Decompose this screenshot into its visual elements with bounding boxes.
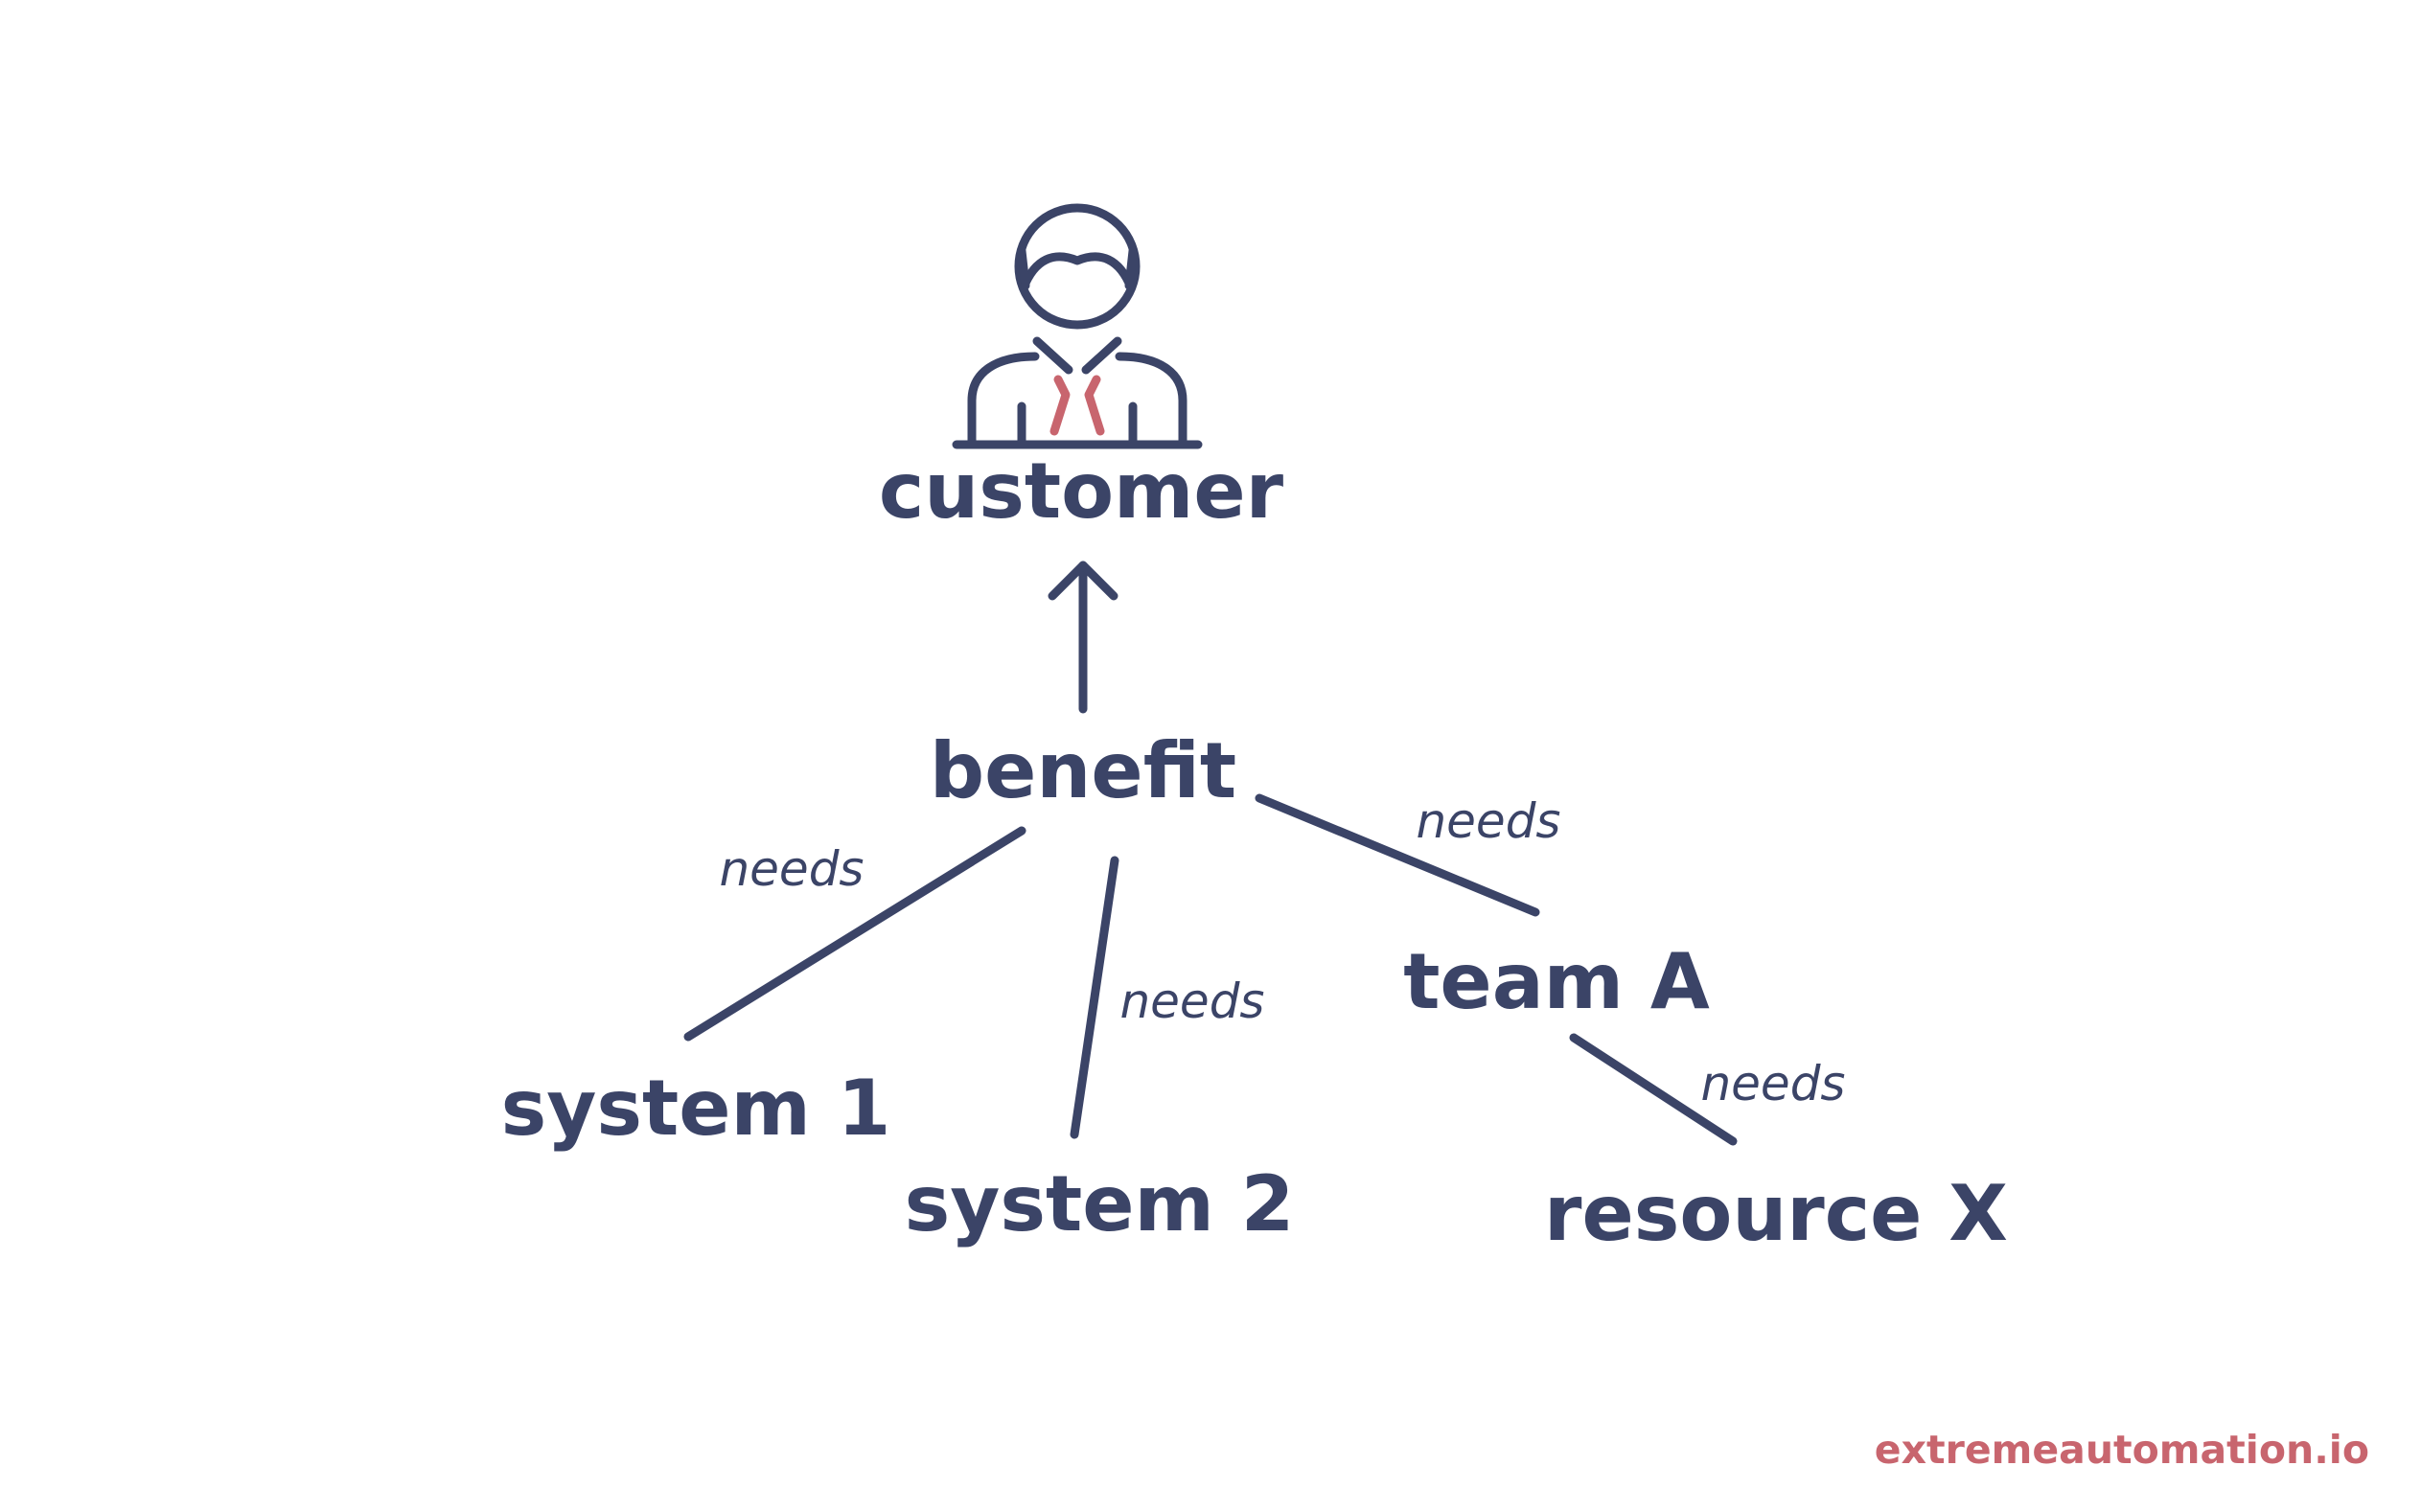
person-with-tie-icon [952,203,1203,449]
edge-label-benefit-system-2: needs [1119,974,1264,1029]
connector-benefit-team-a [1255,793,1540,917]
connector-benefit-system-2 [1070,856,1119,1139]
edge-label-benefit-team-a: needs [1416,793,1560,849]
edge-label-team-a-resource-x: needs [1700,1056,1845,1111]
connector-benefit-system-1 [683,826,1026,1042]
connector-team-a-resource-x [1569,1033,1738,1146]
arrow-up-icon [1048,561,1118,714]
edge-label-benefit-system-1: needs [719,841,864,897]
benefit-node: benefit [930,726,1236,815]
team-a-node: team A [1403,937,1710,1026]
brand-url: extremeautomation.io [1875,1427,2369,1473]
system-2-node: system 2 [905,1159,1295,1249]
customer-node: customer [879,447,1284,536]
resource-x-node: resource X [1544,1169,2008,1258]
system-1-node: system 1 [501,1064,891,1153]
